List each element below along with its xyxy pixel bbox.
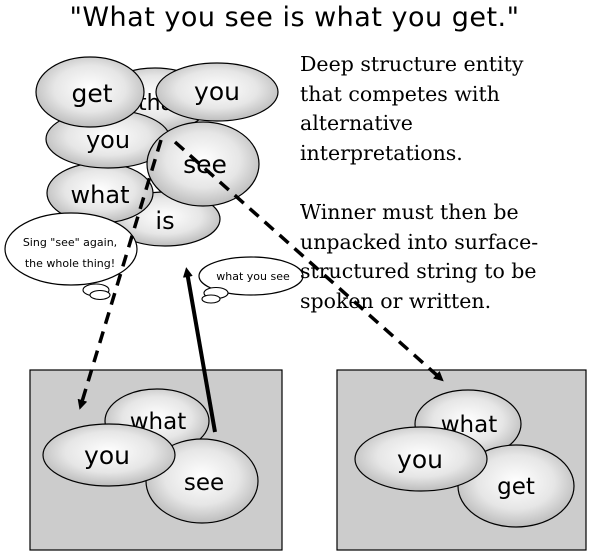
thought-bubble-right: what you see [198, 256, 304, 304]
word-get: get [71, 79, 112, 108]
word-cluster: tha is what you get you see [35, 56, 279, 247]
right-blob-you [354, 426, 488, 492]
description-line: alternative [300, 111, 413, 135]
description-line: spoken or written. [300, 288, 492, 313]
word-is: is [155, 207, 174, 235]
word-you-top: you [194, 77, 240, 106]
right-box-words: what get you [354, 389, 575, 528]
description-paragraph-2: Winner must then be unpacked into surfac… [300, 198, 538, 316]
bubble-left-line-2: the whole thing! [25, 257, 115, 270]
description-paragraph-1: Deep structure entity that competes with… [300, 50, 523, 168]
solid-arrow-up [182, 267, 217, 433]
dashed-arrow-to-left-box [77, 139, 163, 410]
word-blob-you-top [155, 62, 279, 122]
description-line: interpretations. [300, 140, 463, 165]
word-you-mid: you [86, 126, 130, 154]
left-blob-you [42, 423, 176, 487]
left-box-words: what see you [42, 388, 259, 524]
word-what: what [71, 181, 130, 209]
word-see: see [183, 150, 227, 179]
description-line: that competes with [300, 81, 500, 106]
word-blob-get [35, 56, 145, 128]
right-word-get: get [497, 474, 535, 500]
thought-bubble-left: Sing "see" again, the whole thing! [4, 212, 138, 301]
description-line: unpacked into surface- [300, 229, 539, 254]
left-word-see: see [184, 470, 224, 496]
bubble-left-line-1: Sing "see" again, [23, 236, 117, 249]
description-line: Deep structure entity [300, 52, 524, 76]
left-word-you: you [84, 441, 130, 470]
description-line: structured string to be [300, 259, 537, 283]
right-word-you: you [397, 445, 443, 474]
bubble-right-text: what you see [216, 270, 290, 283]
page-title: "What you see is what you get." [69, 2, 520, 33]
description-line: Winner must then be [300, 200, 519, 224]
